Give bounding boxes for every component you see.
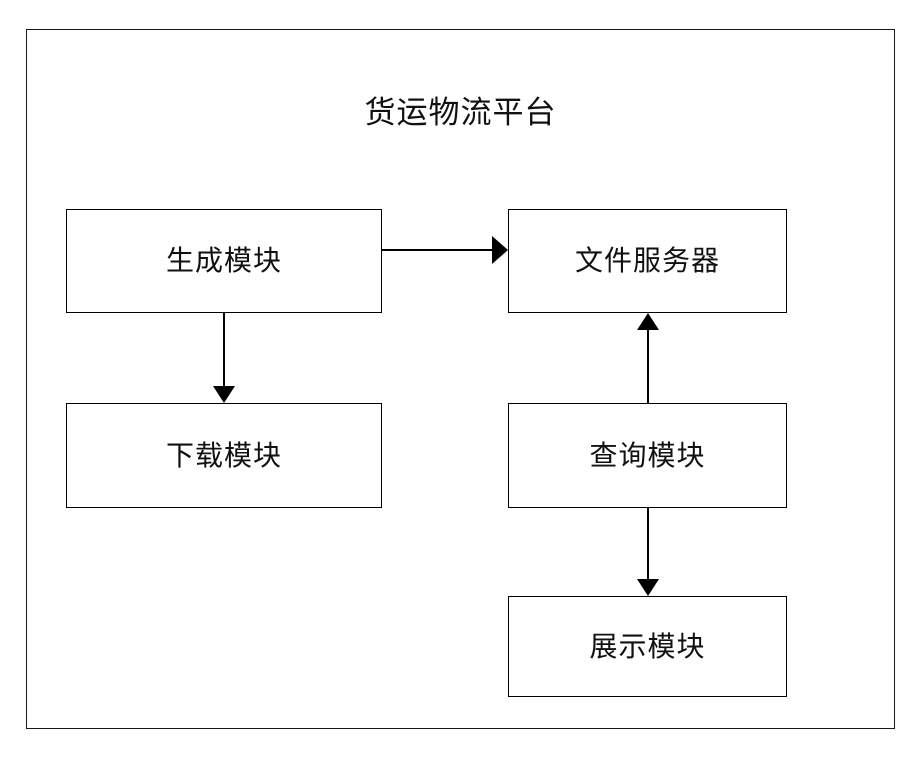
node-display-module[interactable]: 展示模块 — [508, 596, 787, 697]
page-title: 货运物流平台 — [364, 95, 557, 131]
node-download-module[interactable]: 下载模块 — [66, 403, 382, 508]
node-generate-module-label: 生成模块 — [165, 244, 282, 277]
node-query-module[interactable]: 查询模块 — [508, 403, 787, 508]
node-file-server[interactable]: 文件服务器 — [508, 209, 787, 313]
node-query-module-label: 查询模块 — [589, 438, 706, 472]
node-file-server-label: 文件服务器 — [574, 244, 720, 277]
node-generate-module[interactable]: 生成模块 — [66, 209, 382, 313]
node-download-module-label: 下载模块 — [165, 438, 282, 472]
node-display-module-label: 展示模块 — [589, 629, 706, 663]
